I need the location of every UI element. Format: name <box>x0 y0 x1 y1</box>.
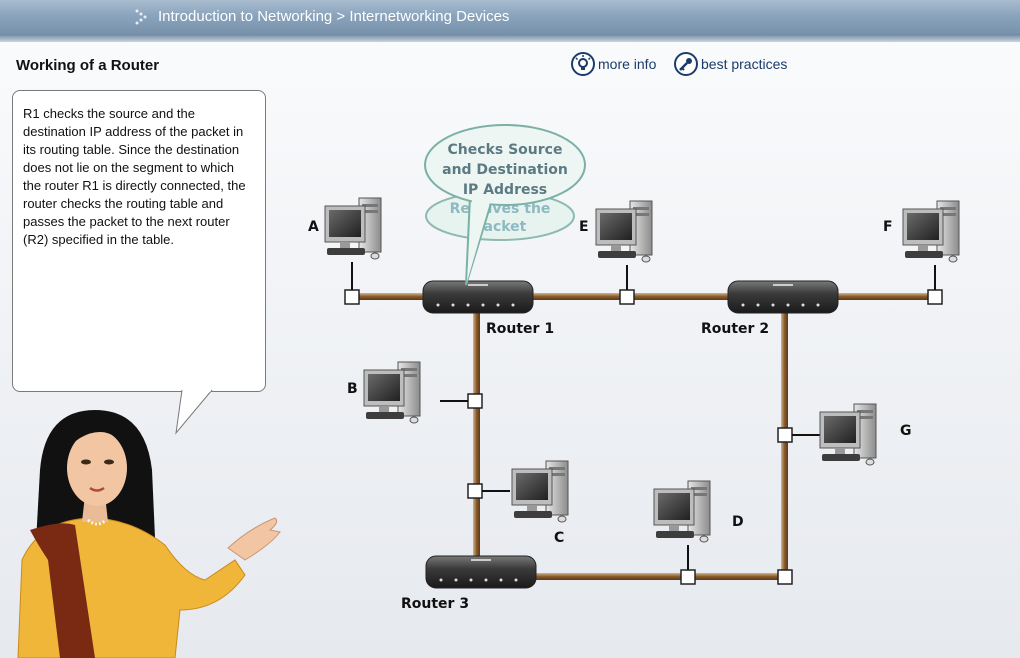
speech-bubble-tail <box>175 389 213 435</box>
narration-text: R1 checks the source and the destination… <box>23 106 246 247</box>
computer-c <box>511 460 569 523</box>
router-2-label: Router 2 <box>701 321 769 337</box>
router-3-device <box>425 555 537 589</box>
computer-a-label: A <box>308 219 319 235</box>
checks-address-bubble: Checks Source and Destination IP Address <box>424 124 586 286</box>
connection-nodes <box>344 289 943 585</box>
router-2-device <box>727 280 839 314</box>
title-bar: Introduction to Networking > Internetwor… <box>0 0 1020 42</box>
breadcrumb-arrow-icon <box>135 9 147 25</box>
best-practices-button[interactable]: best practices <box>674 52 787 76</box>
bubble-line-1: Checks Source <box>448 142 563 158</box>
bubble-line-3: IP Address <box>463 182 547 198</box>
lightbulb-icon <box>571 52 595 76</box>
router-1-device <box>422 280 534 314</box>
computer-a <box>324 197 382 260</box>
narration-box: R1 checks the source and the destination… <box>12 90 266 392</box>
more-info-button[interactable]: more info <box>571 52 656 76</box>
router1-router3-cable <box>473 300 480 580</box>
computer-f-label: F <box>883 219 893 235</box>
breadcrumb: Introduction to Networking > Internetwor… <box>158 8 510 25</box>
computer-e <box>595 200 653 263</box>
router-1-label: Router 1 <box>486 321 554 337</box>
top-cable <box>352 293 935 300</box>
bubble-line-2: and Destination <box>442 162 568 178</box>
narrator-avatar <box>17 410 281 658</box>
page-title: Working of a Router <box>16 57 160 74</box>
computer-b-label: B <box>347 381 358 397</box>
computer-e-label: E <box>579 219 589 235</box>
router-3-label: Router 3 <box>401 596 469 612</box>
computer-g <box>819 403 877 466</box>
computer-d <box>653 480 711 543</box>
computer-c-label: C <box>554 530 564 546</box>
title-bar-strip <box>0 34 1020 42</box>
bottom-cable <box>480 573 788 580</box>
computer-f <box>902 200 960 263</box>
bubble-line-5: Packet <box>474 219 527 235</box>
best-practices-label: best practices <box>701 56 788 72</box>
computer-d-label: D <box>732 514 744 530</box>
key-icon <box>674 52 698 76</box>
computer-g-label: G <box>900 423 912 439</box>
more-info-label: more info <box>598 56 657 72</box>
computer-b <box>363 361 421 424</box>
